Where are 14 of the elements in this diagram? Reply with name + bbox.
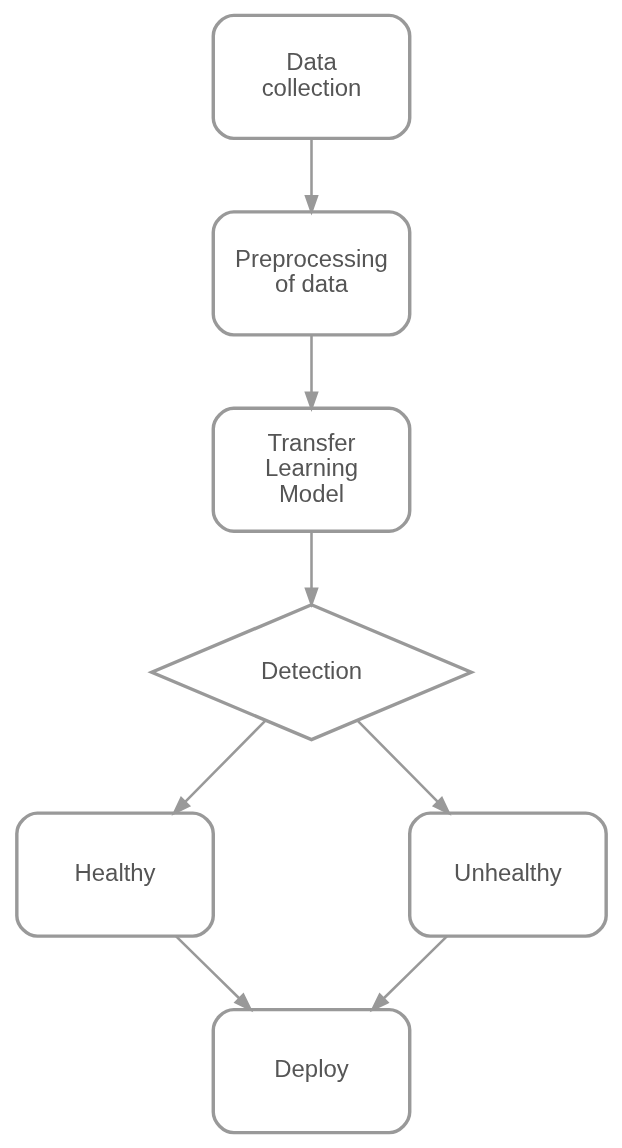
arrow xyxy=(303,138,319,216)
node-box: Deploy xyxy=(211,1007,411,1135)
node-diamond: Detection xyxy=(146,602,476,742)
node-box: Healthy xyxy=(14,811,215,938)
arrow xyxy=(303,531,319,609)
node-box: Transfer Learning Model xyxy=(211,406,411,533)
node-box: Unhealthy xyxy=(407,811,608,938)
arrow xyxy=(303,335,319,412)
arrow xyxy=(174,935,253,1013)
node-box: Preprocessing of data xyxy=(211,210,411,337)
node-box: Data collection xyxy=(211,13,411,141)
arrow xyxy=(369,935,448,1013)
arrow xyxy=(356,719,451,816)
arrow xyxy=(171,719,266,816)
